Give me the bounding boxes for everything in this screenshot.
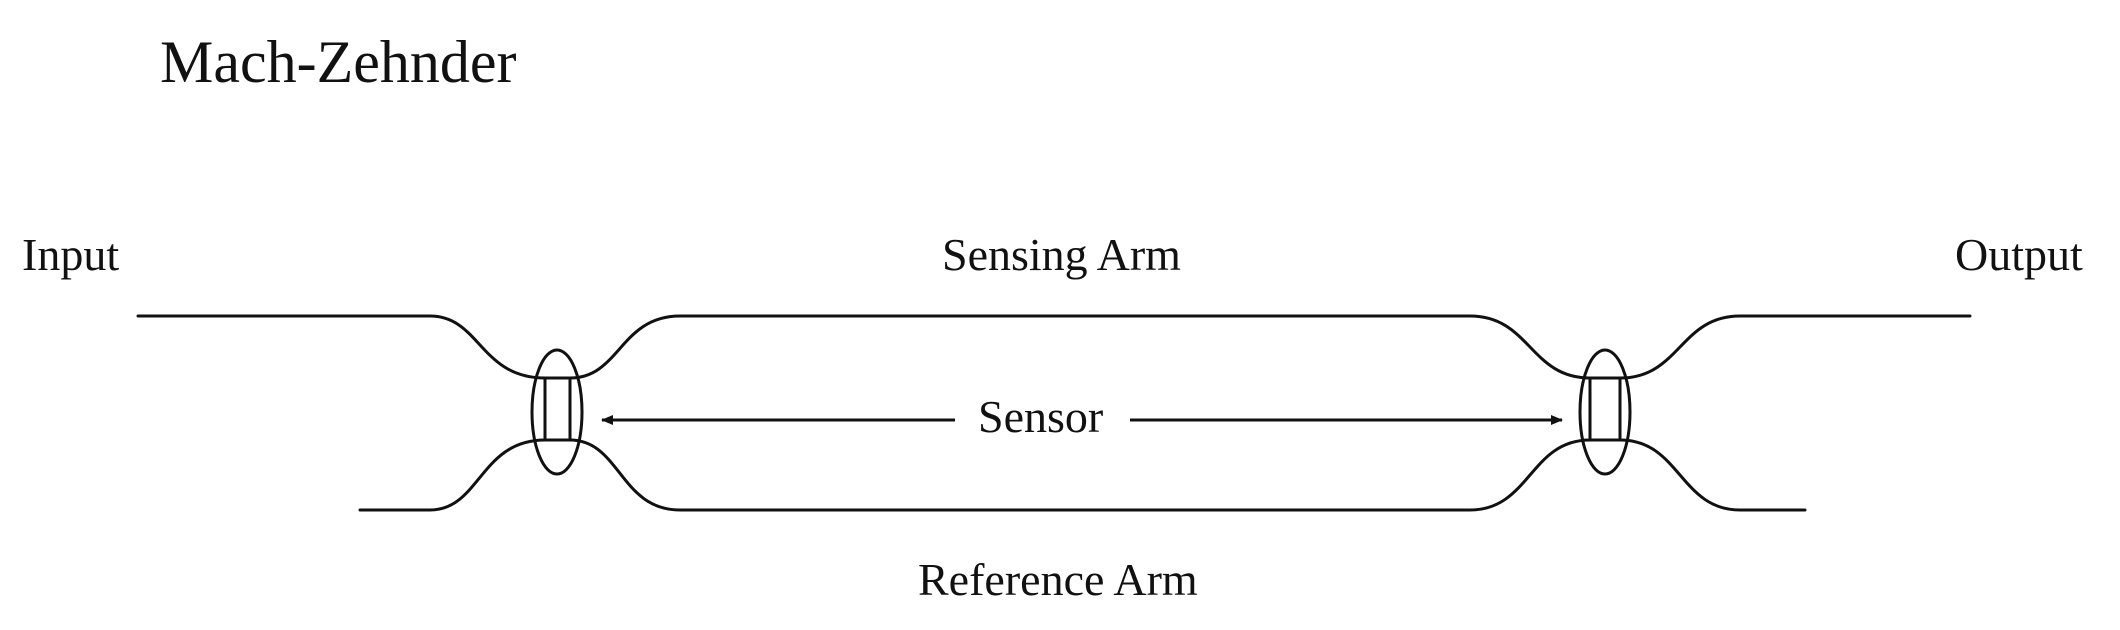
input-coupler (530, 348, 584, 476)
output-label: Output (1955, 229, 2083, 280)
input-waveguide (136, 314, 547, 380)
sensing-arm-label: Sensing Arm (942, 229, 1181, 280)
input-label: Input (22, 229, 119, 280)
right-lower-waveguide (1618, 438, 1807, 512)
sensing-arm-waveguide (568, 314, 1592, 380)
sensor-label: Sensor (978, 391, 1103, 442)
output-waveguide (1618, 314, 1972, 380)
output-coupler (1578, 348, 1632, 476)
reference-arm-waveguide (568, 438, 1592, 512)
diagram-title: Mach-Zehnder (160, 29, 517, 95)
reference-arm-label: Reference Arm (918, 554, 1198, 605)
left-lower-waveguide (358, 438, 547, 512)
